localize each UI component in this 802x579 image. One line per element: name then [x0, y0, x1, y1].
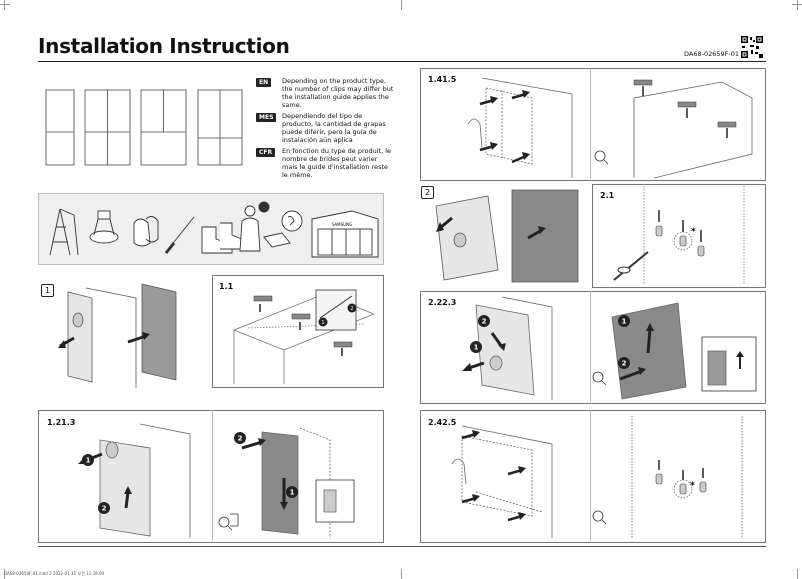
panel-2-42-5-illustration: *: [451, 416, 743, 538]
panel-divider: [590, 410, 591, 541]
panel-1-41-5-illustration: [467, 77, 753, 179]
document-code: DA68-02659F-01: [684, 50, 739, 58]
crop-mark: [401, 0, 402, 10]
page-title: Installation Instruction: [38, 34, 290, 58]
callout-1: 1: [321, 320, 324, 326]
crop-mark: [792, 4, 802, 5]
lang-badge-en: EN: [256, 78, 272, 87]
panel-2-42-5-label: 2.42.5: [428, 418, 457, 427]
callout-1: 1: [622, 318, 627, 326]
panel-1-21-3-illustration: 1 2 2 1: [78, 423, 355, 538]
store-brand-label: SAMSUNG: [332, 222, 352, 227]
panel-divider: [590, 291, 591, 402]
crop-mark: [0, 4, 10, 5]
print-slug: DA68-02659F-01.indd 2 2022-01-11 오전 11:3…: [4, 571, 105, 576]
step-2-label: 2: [421, 186, 434, 199]
star-marker: *: [691, 227, 696, 237]
panel-2-1-label: 2.1: [600, 191, 615, 200]
crop-mark: [797, 569, 798, 579]
callout-2: 2: [238, 435, 243, 443]
footer-rule: [38, 546, 766, 547]
callout-1: 1: [290, 489, 295, 497]
qr-code-icon: [741, 36, 763, 58]
crop-mark: [401, 569, 402, 579]
panel-1-41-5-label: 1.41.5: [428, 75, 457, 84]
panel-divider: [212, 410, 213, 541]
crop-mark: [4, 569, 5, 579]
panel-2-1-illustration: *: [613, 186, 745, 284]
header-rule: [38, 61, 766, 62]
note-mes: Dependiendo del tipo de producto, la can…: [282, 112, 386, 144]
callout-2: 2: [482, 318, 487, 326]
lang-badge-cfr: CFR: [256, 148, 276, 157]
panel-2-22-3-label: 2.22.3: [428, 298, 457, 307]
star-marker: *: [690, 481, 695, 491]
panel-2-22-3-illustration: 2 1 1 2: [462, 296, 757, 400]
panel-1-41-5: [420, 68, 766, 181]
callout-2: 2: [622, 360, 627, 368]
lang-badge-mes: MES: [256, 113, 277, 122]
step-1-illustration: [58, 283, 177, 388]
note-cfr: En fonction du type de produit, le nombr…: [282, 147, 392, 179]
panel-divider: [590, 68, 591, 179]
panel-1-21-3-label: 1.21.3: [47, 418, 76, 427]
fridge-types-illustration: [45, 89, 243, 166]
step-1-label: 1: [41, 284, 54, 297]
crop-mark: [797, 0, 798, 10]
callout-1: 1: [474, 344, 479, 352]
callout-2: 2: [350, 306, 353, 312]
step-2-illustration: [435, 189, 579, 283]
panel-1-1-label: 1.1: [219, 282, 234, 291]
callout-1: 1: [86, 457, 91, 465]
note-en: Depending on the product type, the numbe…: [282, 77, 394, 109]
crop-mark: [4, 0, 5, 10]
callout-2: 2: [102, 505, 107, 513]
tools-illustration: SAMSUNG: [49, 201, 379, 258]
panel-1-1-illustration: 1 2: [233, 289, 375, 384]
